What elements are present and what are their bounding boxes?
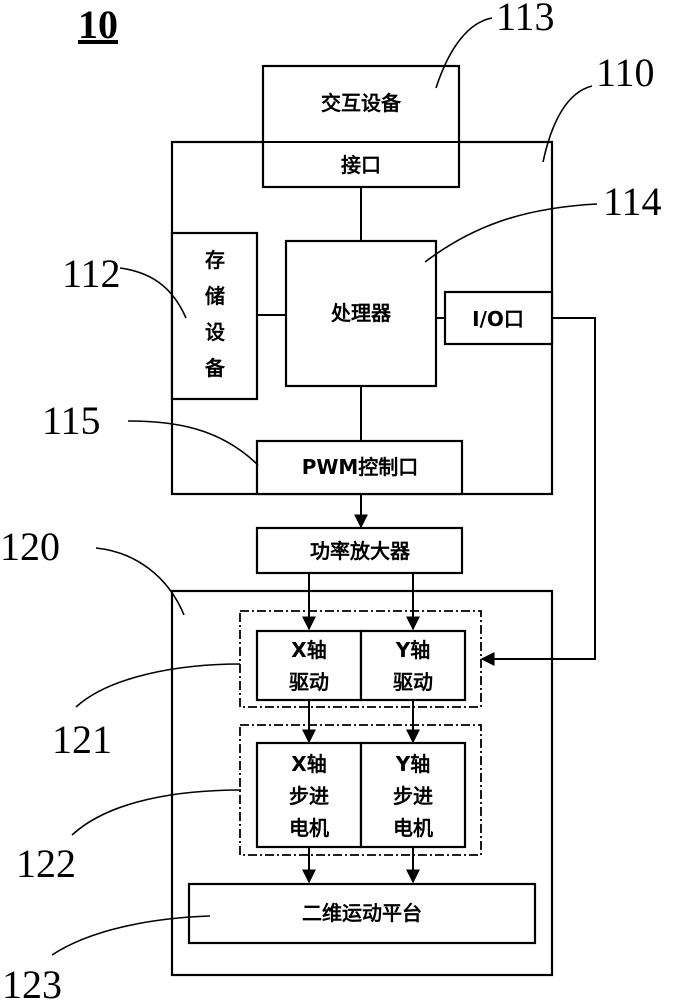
ref-110: 110 [596,50,655,95]
x-motor-label-1: X轴 [291,752,326,776]
ref-121: 121 [52,717,112,762]
power-amp-label: 功率放大器 [310,539,411,563]
leader-113 [435,17,493,89]
pwm-port-label: PWM控制口 [302,455,419,479]
pwm-port-box [255,439,464,496]
x-motor-label-3: 电机 [289,816,329,840]
leader-110 [542,85,593,163]
power-amp-box [255,526,464,575]
leader-120 [95,547,185,616]
figure-label: 10 [78,2,118,47]
x-drive-label-2: 驱动 [289,670,329,694]
storage-label-2: 储 [205,284,225,308]
platform-label: 二维运动平台 [302,901,422,925]
leader-114 [424,203,598,263]
ref-120: 120 [0,524,60,569]
x-drive-box [255,629,363,702]
ref-115: 115 [42,398,101,443]
y-motor-label-1: Y轴 [395,752,430,776]
leader-112 [119,267,187,319]
x-motor-box [255,741,363,849]
leader-122 [71,789,242,836]
leader-121 [75,663,241,708]
io-port-label: I/O口 [472,307,524,331]
x-drive-label-1: X轴 [291,638,326,662]
ref-112: 112 [62,251,121,296]
storage-label-3: 设 [205,320,225,344]
interface-label: 接口 [341,153,381,177]
y-drive-label-2: 驱动 [393,670,433,694]
motion-module-frame [170,589,554,977]
interaction-device-label: 交互设备 [321,91,402,115]
storage-label-4: 备 [204,356,226,380]
ref-123: 123 [2,962,62,1000]
processor-box [284,239,438,388]
y-motor-label-2: 步进 [393,784,433,808]
io-drive-arrow [480,317,596,666]
processor-label: 处理器 [330,301,392,325]
storage-label-1: 存 [205,248,225,272]
ref-113: 113 [496,0,555,39]
leader-115 [127,420,259,466]
x-motor-label-2: 步进 [289,784,329,808]
y-motor-label-3: 电机 [393,816,433,840]
ref-122: 122 [16,841,76,886]
leader-123 [51,915,211,956]
ref-114: 114 [603,179,662,224]
y-motor-box [359,741,467,849]
y-drive-label-1: Y轴 [395,638,430,662]
platform-box [187,882,537,945]
y-drive-box [359,629,467,702]
